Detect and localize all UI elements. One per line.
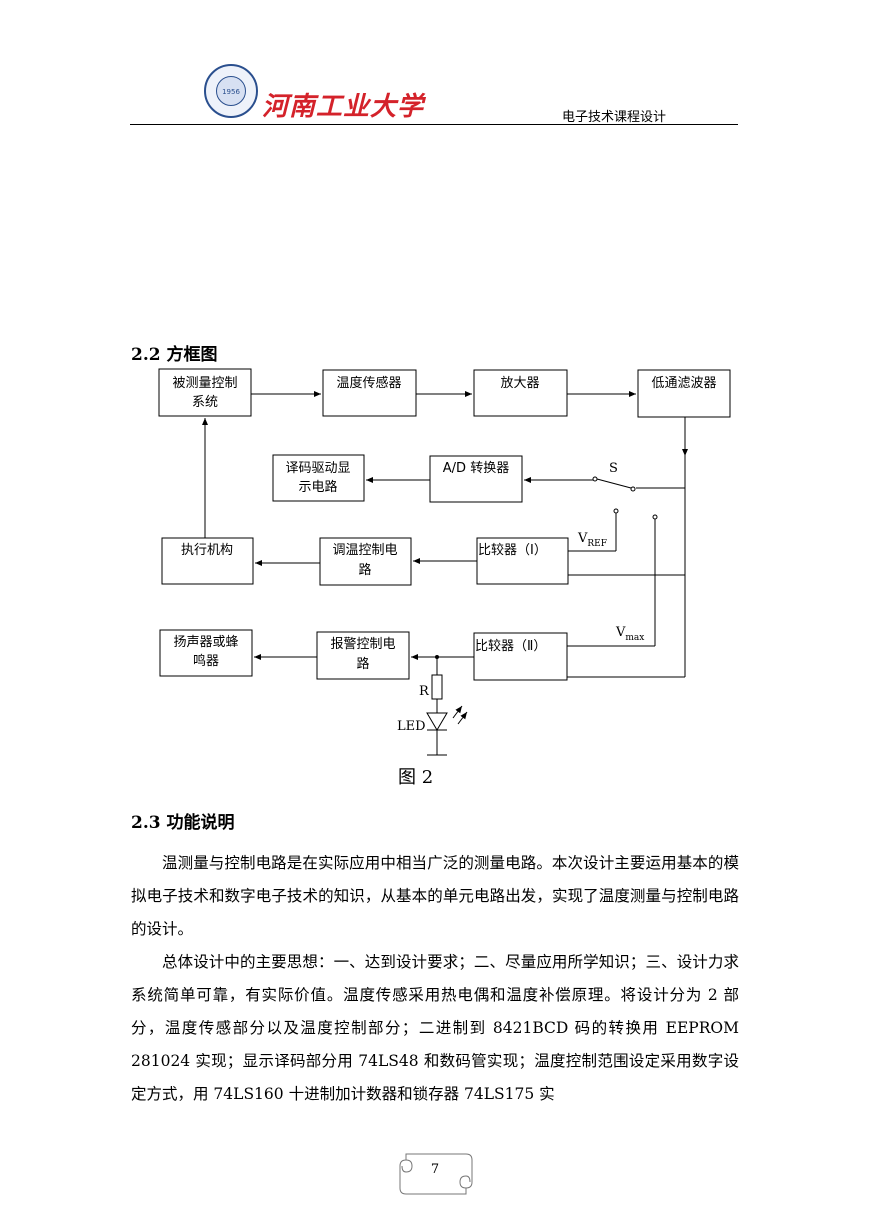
label-comparator-1: 比较器（Ⅰ） (478, 543, 547, 558)
label-amplifier: 放大器 (500, 376, 539, 391)
seal-inner-ring (216, 76, 246, 106)
label-speaker-1: 扬声器或蜂 (173, 635, 238, 650)
label-temp-control-1: 调温控制电 (332, 543, 397, 558)
block-amplifier (473, 369, 568, 417)
label-alarm-2: 路 (356, 656, 369, 672)
course-title: 电子技术课程设计 (562, 110, 667, 125)
section-heading-2-2: 2.2 方框图 (131, 345, 218, 365)
label-speaker-2: 鸣器 (193, 653, 219, 669)
label-comparator-2: 比较器（Ⅱ） (475, 639, 546, 654)
university-logo-text: 河南工业大学 (262, 92, 425, 122)
label-resistor: R (419, 684, 430, 699)
label-temp-sensor: 温度传感器 (336, 375, 401, 391)
label-vref: VREF (577, 531, 607, 549)
university-seal-icon (204, 64, 258, 118)
block-adc (429, 455, 523, 503)
block-controlled-system (158, 368, 252, 417)
label-controlled-system-1: 被测量控制 (172, 376, 237, 391)
block-speaker (159, 629, 253, 677)
figure-caption: 图 2 (398, 767, 434, 788)
paragraph-1-text: 温测量与控制电路是在实际应用中相当广泛的测量电路。本次设计主要运用基本的模拟电子… (131, 854, 739, 938)
label-adc: A/D 转换器 (443, 461, 509, 476)
label-lowpass-filter: 低通滤波器 (651, 376, 716, 391)
label-led: LED (397, 719, 426, 734)
label-vmax: Vmax (615, 625, 644, 643)
block-temp-control (319, 537, 412, 586)
resistor-symbol (431, 674, 443, 700)
label-decoder-1: 译码驱动显 (285, 461, 350, 476)
block-diagram: 被测量控制 系统 温度传感器 放大器 低通滤波器 译码驱动显 示电路 A/D 转… (158, 368, 731, 756)
paragraph-1: 温测量与控制电路是在实际应用中相当广泛的测量电路。本次设计主要运用基本的模拟电子… (131, 847, 739, 946)
block-alarm-control (316, 631, 410, 680)
block-lowpass-filter (637, 369, 731, 418)
block-actuator (161, 537, 254, 585)
paragraph-2-text: 总体设计中的主要思想：一、达到设计要求；二、尽量应用所学知识；三、设计力求系统简… (131, 953, 739, 1103)
led-symbol (426, 712, 448, 731)
label-switch: S (609, 461, 618, 476)
section-heading-2-3: 2.3 功能说明 (131, 813, 235, 833)
label-temp-control-2: 路 (358, 562, 371, 578)
label-decoder-2: 示电路 (298, 479, 337, 495)
label-alarm-1: 报警控制电 (330, 636, 395, 652)
page-number-scroll-icon (399, 1153, 473, 1195)
page-number: 7 (430, 1162, 440, 1177)
block-temp-sensor (322, 369, 417, 417)
block-decoder-driver (272, 454, 365, 502)
seal-year: 1956 (222, 88, 240, 96)
label-actuator: 执行机构 (181, 543, 233, 558)
paragraph-2: 总体设计中的主要思想：一、达到设计要求；二、尽量应用所学知识；三、设计力求系统简… (131, 946, 739, 1111)
header-divider (130, 124, 738, 125)
label-controlled-system-2: 系统 (192, 395, 218, 410)
